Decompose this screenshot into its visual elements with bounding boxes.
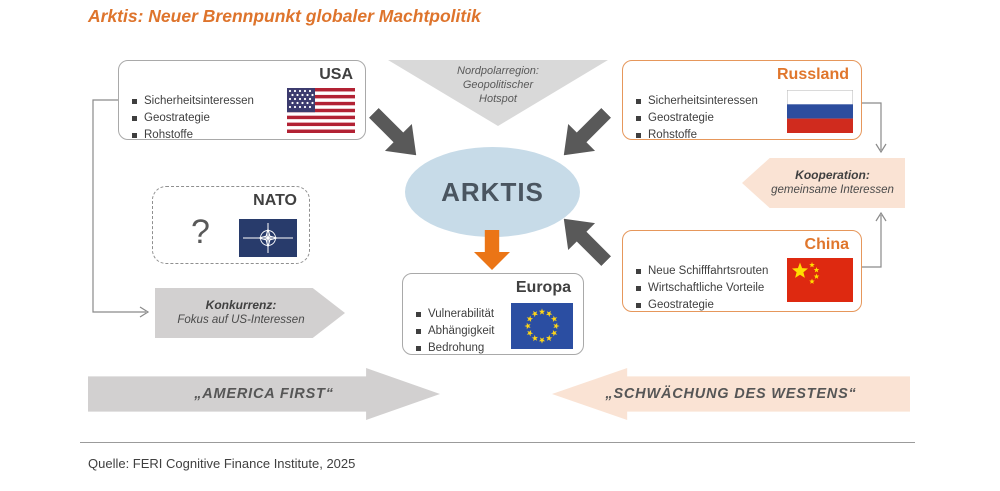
europa-box: Europa Vulnerabilität Abhängigkeit Bedro… <box>402 273 584 355</box>
schwaechung-label: „SCHWÄCHUNG DES WESTENS“ <box>605 386 857 402</box>
usa-flag-icon <box>287 88 355 133</box>
list-item: Wirtschaftliche Vorteile <box>635 280 768 297</box>
europa-box-label: Europa <box>515 279 571 296</box>
source-note: Quelle: FERI Cognitive Finance Institute… <box>88 456 356 471</box>
china-flag-icon <box>787 258 853 302</box>
america-first-label: „AMERICA FIRST“ <box>194 386 334 402</box>
konkurrenz-title: Konkurrenz: <box>205 298 277 312</box>
usa-box: USA Sicherheitsinteressen Geostrategie R… <box>118 60 366 141</box>
nato-flag-icon <box>239 219 297 257</box>
list-item: Rohstoffe <box>635 127 758 144</box>
triangle-text-line: Hotspot <box>479 93 517 105</box>
list-item: Rohstoffe <box>131 127 254 144</box>
china-box: China Neue Schifffahrtsrouten Wirtschaft… <box>622 230 862 312</box>
nato-question-mark: ? <box>191 213 210 251</box>
page-title: Arktis: Neuer Brennpunkt globaler Machtp… <box>88 6 481 26</box>
list-item: Geostrategie <box>635 297 768 314</box>
list-item: Geostrategie <box>635 110 758 127</box>
list-item: Geostrategie <box>131 110 254 127</box>
arktis-ellipse: ARKTIS <box>405 147 580 237</box>
usa-bullet-list: Sicherheitsinteressen Geostrategie Rohst… <box>131 93 254 144</box>
nato-box: NATO ? <box>152 186 310 264</box>
list-item: Sicherheitsinteressen <box>635 93 758 110</box>
russland-to-arktis-arrow <box>550 99 619 168</box>
china-box-label: China <box>804 236 849 253</box>
arktis-label: ARKTIS <box>441 176 544 207</box>
europa-bullet-list: Vulnerabilität Abhängigkeit Bedrohung <box>415 306 495 357</box>
list-item: Abhängigkeit <box>415 323 495 340</box>
hotspot-triangle: Nordpolarregion: Geopolitischer Hotspot <box>388 60 608 126</box>
russland-bullet-list: Sicherheitsinteressen Geostrategie Rohst… <box>635 93 758 144</box>
china-bullet-list: Neue Schifffahrtsrouten Wirtschaftliche … <box>635 263 768 314</box>
list-item: Bedrohung <box>415 340 495 357</box>
kooperation-subtitle: gemeinsame Interessen <box>771 184 894 196</box>
list-item: Sicherheitsinteressen <box>131 93 254 110</box>
konkurrenz-subtitle: Fokus auf US-Interessen <box>177 314 305 326</box>
footer-divider <box>80 442 915 443</box>
america-first-arrow: „AMERICA FIRST“ <box>88 368 440 420</box>
list-item: Vulnerabilität <box>415 306 495 323</box>
russland-box-label: Russland <box>776 66 849 83</box>
konkurrenz-arrow: Konkurrenz: Fokus auf US-Interessen <box>155 288 345 338</box>
usa-to-arktis-arrow <box>360 99 429 168</box>
eu-flag-icon <box>511 303 573 349</box>
nato-box-label: NATO <box>253 192 297 209</box>
schwaechung-des-westens-arrow: „SCHWÄCHUNG DES WESTENS“ <box>552 368 910 420</box>
kooperation-arrow: Kooperation: gemeinsame Interessen <box>742 158 905 208</box>
kooperation-title: Kooperation: <box>795 168 870 182</box>
russia-flag-icon <box>787 90 853 133</box>
list-item: Neue Schifffahrtsrouten <box>635 263 768 280</box>
triangle-text-line: Geopolitischer <box>462 79 534 91</box>
russland-box: Russland Sicherheitsinteressen Geostrate… <box>622 60 862 141</box>
usa-box-label: USA <box>319 66 353 83</box>
triangle-text-line: Nordpolarregion: <box>457 65 539 77</box>
